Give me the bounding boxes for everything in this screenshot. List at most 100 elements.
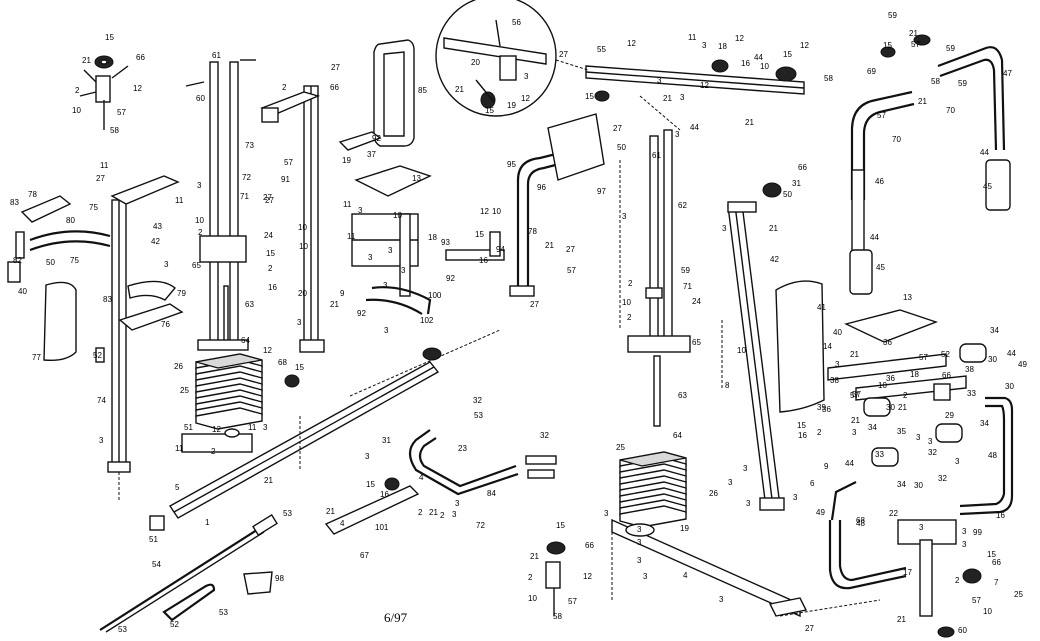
part-callout: 53	[219, 608, 228, 617]
part-callout: 4	[419, 473, 424, 482]
part-callout: 66	[330, 83, 339, 92]
top-right-arms	[849, 34, 1011, 295]
part-callout: 3	[637, 556, 642, 565]
part-callout: 65	[192, 261, 201, 270]
part-callout: 3	[728, 478, 733, 487]
part-callout: 34	[980, 419, 989, 428]
part-callout: 44	[980, 148, 989, 157]
part-callout: 83	[103, 295, 112, 304]
part-callout: 2	[418, 508, 423, 517]
part-callout: 3	[99, 436, 104, 445]
part-callout: 57	[852, 390, 861, 399]
part-callout: 27	[805, 624, 814, 633]
part-callout: 20	[471, 58, 480, 67]
part-callout: 53	[283, 509, 292, 518]
part-callout: 2	[211, 447, 216, 456]
lower-right-bars	[828, 481, 982, 638]
part-callout: 10	[299, 242, 308, 251]
part-callout: 40	[833, 328, 842, 337]
part-callout: 21	[898, 403, 907, 412]
part-callout: 27	[566, 245, 575, 254]
part-callout: 34	[897, 480, 906, 489]
part-callout: 10	[737, 346, 746, 355]
part-callout: 9	[340, 289, 345, 298]
part-callout: 3	[263, 423, 268, 432]
part-callout: 59	[888, 11, 897, 20]
part-callout: 55	[597, 45, 606, 54]
part-callout: 15	[266, 249, 275, 258]
part-callout: 102	[420, 316, 434, 325]
part-callout: 94	[496, 245, 505, 254]
part-callout: 53	[118, 625, 127, 634]
part-callout: 16	[268, 283, 277, 292]
part-callout: 38	[830, 376, 839, 385]
part-callout: 37	[367, 150, 376, 159]
part-callout: 61	[652, 151, 661, 160]
part-callout: 3	[401, 266, 406, 275]
part-callout: 62	[678, 201, 687, 210]
part-callout: 57	[911, 40, 920, 49]
part-callout: 65	[692, 338, 701, 347]
detail-circle	[435, 0, 589, 117]
part-callout: 12	[627, 39, 636, 48]
part-callout: 3	[455, 499, 460, 508]
part-callout: 77	[32, 353, 41, 362]
part-callout: 21	[850, 350, 859, 359]
part-callout: 101	[375, 523, 389, 532]
part-callout: 96	[537, 183, 546, 192]
part-callout: 27	[613, 124, 622, 133]
part-callout: 5	[175, 483, 180, 492]
weight-plate-top	[619, 451, 687, 467]
part-callout: 16	[741, 59, 750, 68]
part-callout: 2	[955, 576, 960, 585]
part-callout: 21	[897, 615, 906, 624]
part-callout: 3	[916, 433, 921, 442]
part-callout: 3	[643, 572, 648, 581]
part-callout: 10	[528, 594, 537, 603]
part-callout: 30	[886, 403, 895, 412]
part-callout: 35	[897, 427, 906, 436]
part-callout: 27	[263, 193, 272, 202]
part-callout: 51	[184, 423, 193, 432]
part-callout: 19	[507, 101, 516, 110]
part-callout: 27	[331, 63, 340, 72]
part-callout: 76	[161, 320, 170, 329]
part-callout: 3	[962, 540, 967, 549]
part-callout: 12	[133, 84, 142, 93]
part-callout: 21	[530, 552, 539, 561]
part-callout: 78	[528, 227, 537, 236]
part-callout: 15	[475, 230, 484, 239]
part-callout: 19	[342, 156, 351, 165]
part-callout: 74	[97, 396, 106, 405]
part-callout: 49	[1018, 360, 1027, 369]
part-callout: 64	[241, 336, 250, 345]
part-callout: 66	[798, 163, 807, 172]
part-callout: 41	[817, 303, 826, 312]
part-callout: 10	[393, 211, 402, 220]
part-callout: 44	[845, 459, 854, 468]
part-callout: 18	[428, 233, 437, 242]
part-callout: 8	[725, 381, 730, 390]
part-callout: 12	[800, 41, 809, 50]
part-callout: 2	[440, 511, 445, 520]
part-callout: 72	[242, 173, 251, 182]
base-rail-left	[149, 329, 501, 531]
part-callout: 3	[297, 318, 302, 327]
part-callout: 34	[868, 423, 877, 432]
part-callout: 32	[938, 474, 947, 483]
part-callout: 3	[675, 130, 680, 139]
part-callout: 58	[931, 77, 940, 86]
part-callout: 18	[718, 42, 727, 51]
part-callout: 15	[366, 480, 375, 489]
part-callout: 25	[616, 443, 625, 452]
part-callout: 58	[824, 74, 833, 83]
part-callout: 3	[197, 181, 202, 190]
part-callout: 21	[429, 508, 438, 517]
part-callout: 3	[928, 437, 933, 446]
part-callout: 33	[875, 450, 884, 459]
part-callout: 97	[597, 187, 606, 196]
part-callout: 59	[946, 44, 955, 53]
part-callout: 21	[851, 416, 860, 425]
